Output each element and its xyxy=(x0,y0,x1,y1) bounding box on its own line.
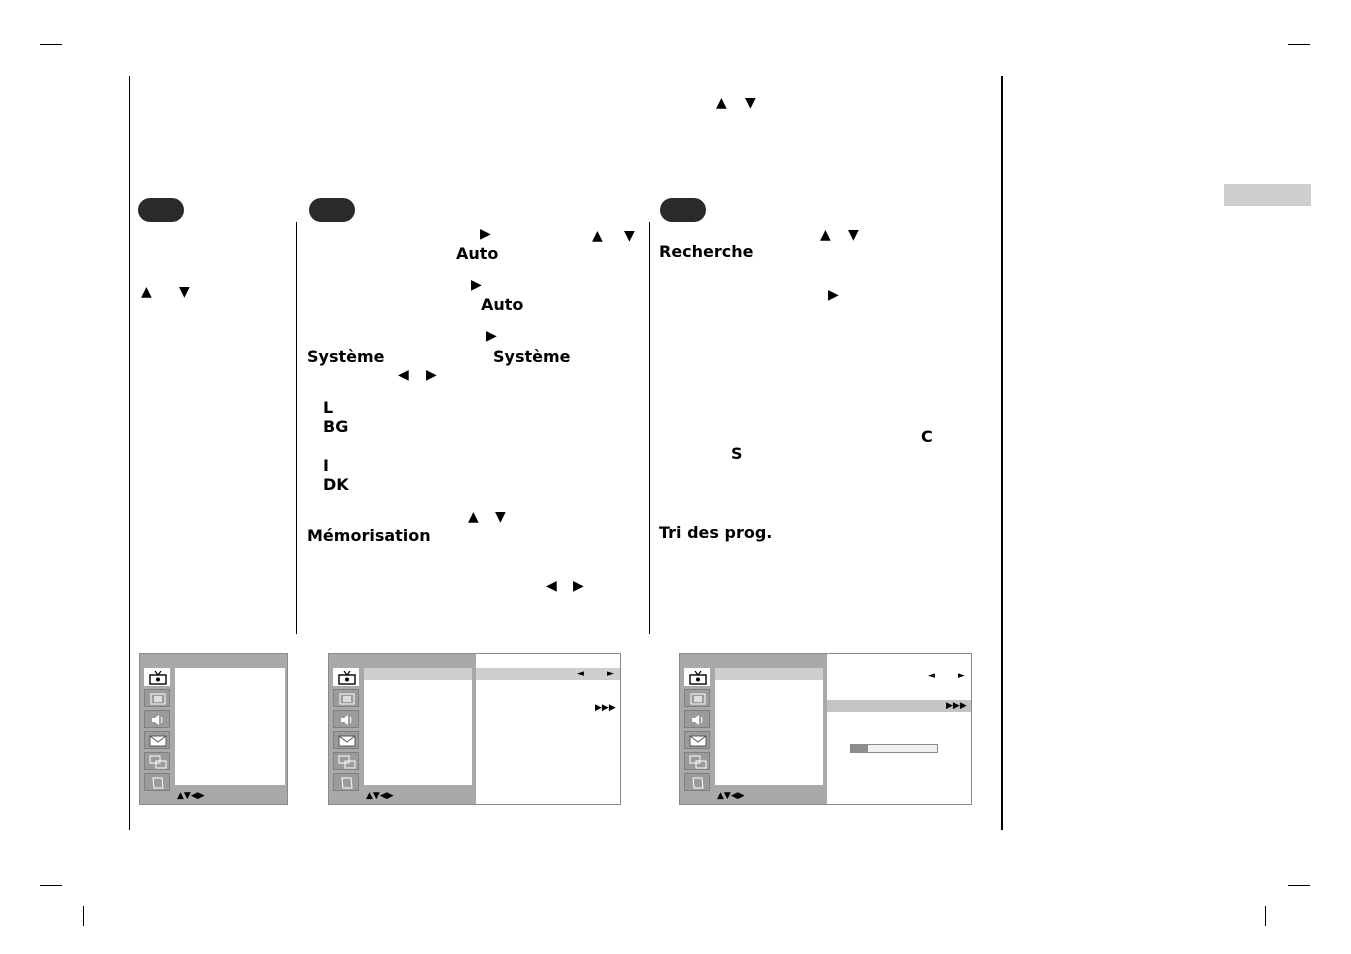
crop-mark xyxy=(40,44,62,45)
keyword-auto: Auto xyxy=(456,244,499,263)
system-option-i: I xyxy=(323,456,329,475)
right-arrow-icon: ▶ xyxy=(480,226,491,242)
sound-icon[interactable] xyxy=(684,710,710,728)
keyword-tri-des-prog: Tri des prog. xyxy=(659,523,773,542)
menu-list-panel xyxy=(715,668,823,785)
screen-icon[interactable] xyxy=(333,773,359,791)
navigation-hint-icon: ▲▼◀▶ xyxy=(177,791,205,801)
down-arrow-icon: ▼ xyxy=(848,227,859,243)
search-progress-bar xyxy=(850,744,938,753)
menu-row-selected[interactable] xyxy=(364,668,472,680)
submenu-row-selected[interactable] xyxy=(476,668,620,680)
submenu-panel: ◄ ► ▶▶▶ xyxy=(827,654,971,804)
page-left-rule xyxy=(129,76,130,830)
column-divider xyxy=(649,222,650,634)
special-icon[interactable] xyxy=(684,752,710,770)
left-small-arrow-icon[interactable]: ◄ xyxy=(928,671,935,681)
menu-row-selected[interactable] xyxy=(715,668,823,680)
right-arrow-icon: ▶ xyxy=(573,578,584,594)
sound-icon[interactable] xyxy=(333,710,359,728)
time-envelope-icon[interactable] xyxy=(684,731,710,749)
crop-mark xyxy=(83,906,84,926)
step-badge xyxy=(660,198,706,222)
keyword-systeme: Système xyxy=(307,347,385,366)
keyword-c: C xyxy=(921,427,933,446)
submenu-row-selected[interactable] xyxy=(827,700,971,712)
system-option-dk: DK xyxy=(323,475,349,494)
right-arrow-icon: ▶ xyxy=(828,287,839,303)
up-arrow-icon: ▲ xyxy=(141,284,152,300)
keyword-auto: Auto xyxy=(481,295,524,314)
submenu-enter-icon[interactable]: ▶▶▶ xyxy=(946,701,967,711)
sound-icon[interactable] xyxy=(144,710,170,728)
left-arrow-icon: ◀ xyxy=(546,578,557,594)
up-arrow-icon: ▲ xyxy=(716,95,727,111)
navigation-hint-icon: ▲▼◀▶ xyxy=(366,791,394,801)
column-divider xyxy=(296,222,297,634)
step-badge xyxy=(309,198,355,222)
screen-icon[interactable] xyxy=(144,773,170,791)
time-envelope-icon[interactable] xyxy=(333,731,359,749)
submenu-panel: ◄ ► ▶▶▶ xyxy=(476,654,620,804)
up-arrow-icon: ▲ xyxy=(820,227,831,243)
right-arrow-icon: ▶ xyxy=(486,328,497,344)
screen-icon[interactable] xyxy=(684,773,710,791)
up-arrow-icon: ▲ xyxy=(592,228,603,244)
left-arrow-icon: ◀ xyxy=(398,367,409,383)
submenu-enter-icon[interactable]: ▶▶▶ xyxy=(595,703,616,713)
down-arrow-icon: ▼ xyxy=(624,228,635,244)
keyword-s: S xyxy=(731,444,743,463)
right-arrow-icon: ▶ xyxy=(426,367,437,383)
down-arrow-icon: ▼ xyxy=(745,95,756,111)
navigation-hint-icon: ▲▼◀▶ xyxy=(717,791,745,801)
menu-list-panel xyxy=(175,668,285,785)
menu-icon-column xyxy=(333,668,361,794)
right-arrow-icon: ▶ xyxy=(471,277,482,293)
station-tv-icon[interactable] xyxy=(684,668,710,686)
keyword-systeme: Système xyxy=(493,347,571,366)
special-icon[interactable] xyxy=(333,752,359,770)
up-arrow-icon: ▲ xyxy=(468,509,479,525)
picture-icon[interactable] xyxy=(144,689,170,707)
right-small-arrow-icon[interactable]: ► xyxy=(607,669,614,679)
menu-screenshot-main: ▲▼◀▶ xyxy=(139,653,288,805)
search-progress-fill xyxy=(851,745,869,752)
crop-mark xyxy=(1288,885,1310,886)
left-small-arrow-icon[interactable]: ◄ xyxy=(577,669,584,679)
station-tv-icon[interactable] xyxy=(333,668,359,686)
crop-mark xyxy=(40,885,62,886)
menu-screenshot-station: ▲▼◀▶ ◄ ► ▶▶▶ xyxy=(328,653,621,805)
station-tv-icon[interactable] xyxy=(144,668,170,686)
side-tab xyxy=(1224,184,1311,206)
special-icon[interactable] xyxy=(144,752,170,770)
picture-icon[interactable] xyxy=(333,689,359,707)
crop-mark xyxy=(1265,906,1266,926)
menu-icon-column xyxy=(144,668,172,794)
system-option-bg: BG xyxy=(323,417,349,436)
crop-mark xyxy=(1288,44,1310,45)
time-envelope-icon[interactable] xyxy=(144,731,170,749)
menu-list-panel xyxy=(364,668,472,785)
picture-icon[interactable] xyxy=(684,689,710,707)
down-arrow-icon: ▼ xyxy=(495,509,506,525)
keyword-recherche: Recherche xyxy=(659,242,754,261)
system-option-l: L xyxy=(323,398,334,417)
right-small-arrow-icon[interactable]: ► xyxy=(958,671,965,681)
step-badge xyxy=(138,198,184,222)
page-right-rule xyxy=(1001,76,1003,830)
keyword-memorisation: Mémorisation xyxy=(307,526,431,545)
menu-icon-column xyxy=(684,668,712,794)
down-arrow-icon: ▼ xyxy=(179,284,190,300)
menu-screenshot-search: ▲▼◀▶ ◄ ► ▶▶▶ xyxy=(679,653,972,805)
